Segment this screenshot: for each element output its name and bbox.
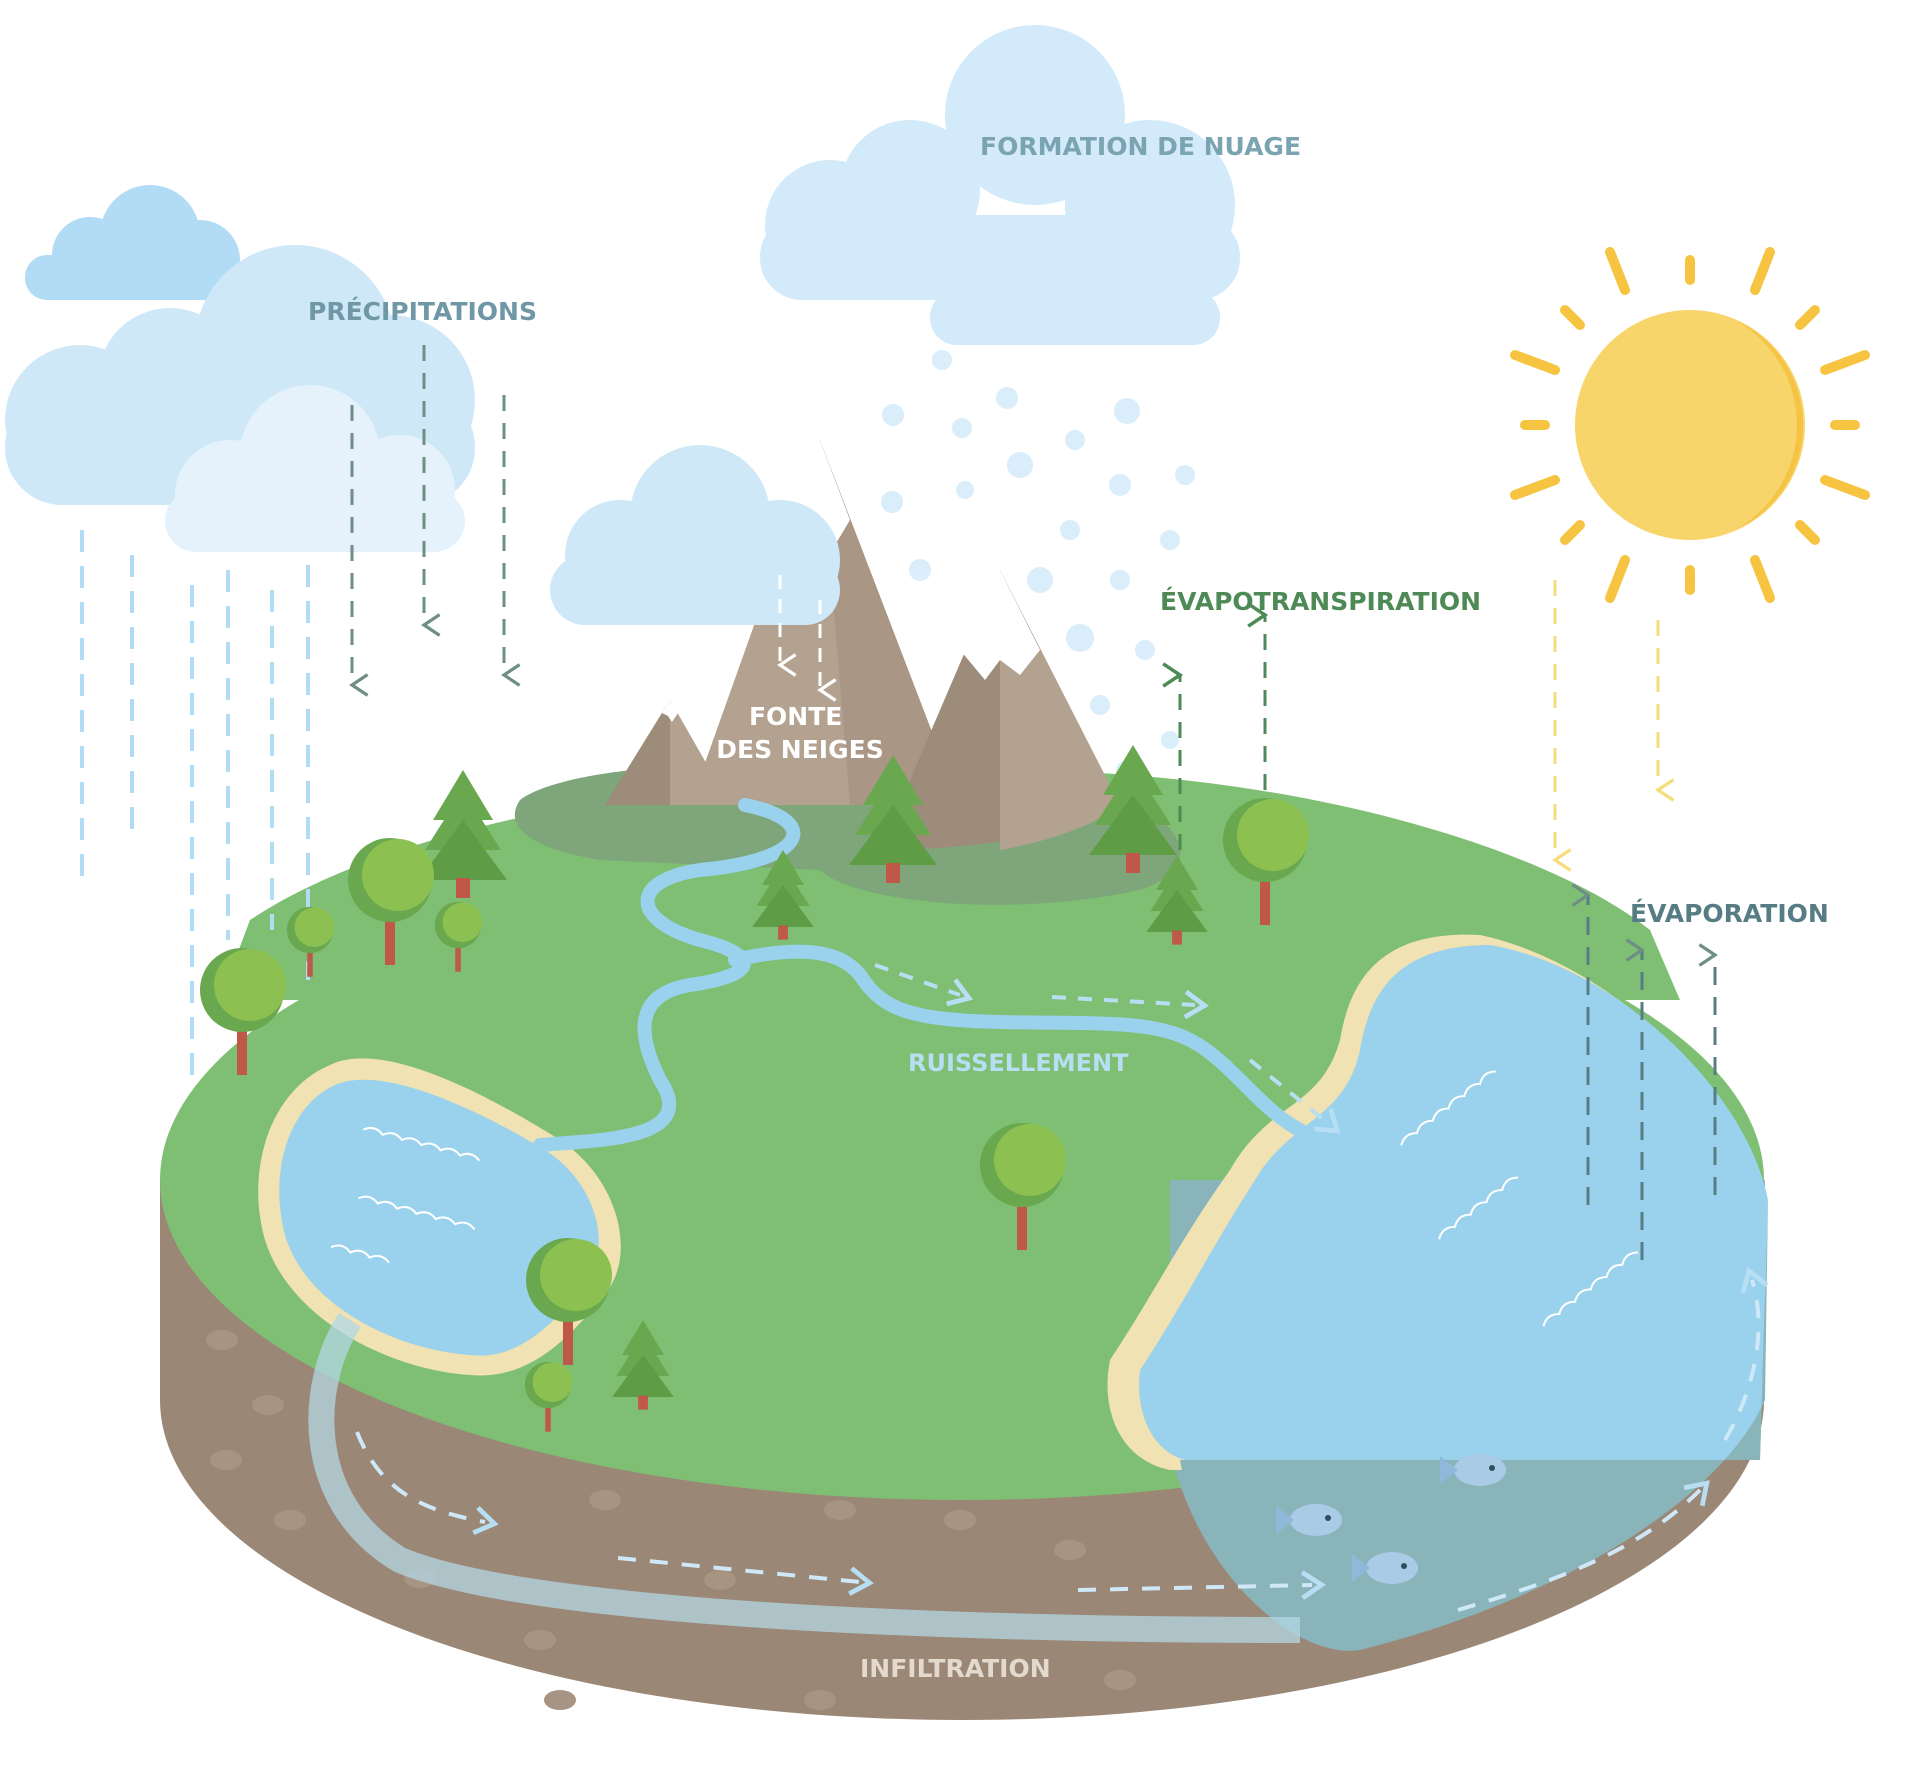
- round-tree-icon: [1223, 798, 1309, 925]
- big-lake: [1107, 934, 1768, 1651]
- fish-icon: [1352, 1552, 1418, 1584]
- pine-tree-icon: [1146, 855, 1208, 945]
- round-tree-icon: [524, 1361, 573, 1432]
- label-fonte-line1: FONTE: [749, 702, 842, 731]
- cloud-behind-mountain: [550, 445, 840, 625]
- pine-tree-icon: [1089, 745, 1177, 873]
- snowmelt-arrows: [777, 575, 837, 702]
- label-infiltration: INFILTRATION: [860, 1654, 1051, 1683]
- sunlight-arrows: [1552, 580, 1675, 872]
- round-tree-icon: [434, 901, 483, 972]
- round-tree-icon: [348, 838, 434, 965]
- label-evaporation: ÉVAPORATION: [1630, 899, 1829, 928]
- pine-tree-icon: [849, 755, 937, 883]
- cloud-light: [165, 385, 465, 552]
- fish-icon: [1276, 1504, 1342, 1536]
- label-evapotranspiration: ÉVAPOTRANSPIRATION: [1160, 587, 1481, 616]
- lake-waves: [1400, 1070, 1639, 1327]
- runoff-arrows: [874, 963, 1341, 1134]
- round-tree-icon: [980, 1123, 1066, 1250]
- precipitation-arrows: [349, 345, 521, 697]
- cloud-small-left: [25, 185, 245, 300]
- label-fonte-line2: DES NEIGES: [716, 735, 883, 764]
- evapotranspiration-arrows: [1162, 602, 1269, 850]
- mountains: [514, 440, 1181, 905]
- label-ruissellement: RUISSELLEMENT: [908, 1049, 1129, 1077]
- pine-tree-icon: [419, 770, 507, 898]
- cloud-formation: [760, 25, 1240, 345]
- label-precipitations: PRÉCIPITATIONS: [308, 297, 537, 326]
- fish-icons: [1276, 1454, 1506, 1584]
- pine-tree-icon: [612, 1320, 674, 1410]
- round-tree-icon: [200, 948, 286, 1075]
- fish-icon: [1440, 1454, 1506, 1486]
- round-tree-icon: [286, 906, 335, 977]
- pine-tree-icon: [752, 850, 814, 940]
- river: [533, 798, 1307, 1152]
- label-fonte-des-neiges: FONTE DES NEIGES: [716, 702, 883, 764]
- underground-flow-channel: [308, 1312, 1301, 1643]
- infiltration-arrows: [355, 1266, 1769, 1612]
- sun-icon: [1510, 247, 1870, 603]
- label-formation-de-nuage: FORMATION DE NUAGE: [980, 132, 1301, 161]
- condensation-droplets: [881, 350, 1195, 779]
- round-tree-icon: [526, 1238, 612, 1365]
- evaporation-arrows: [1571, 883, 1718, 1260]
- lake-water: [1139, 945, 1768, 1460]
- trees: [200, 745, 1309, 1432]
